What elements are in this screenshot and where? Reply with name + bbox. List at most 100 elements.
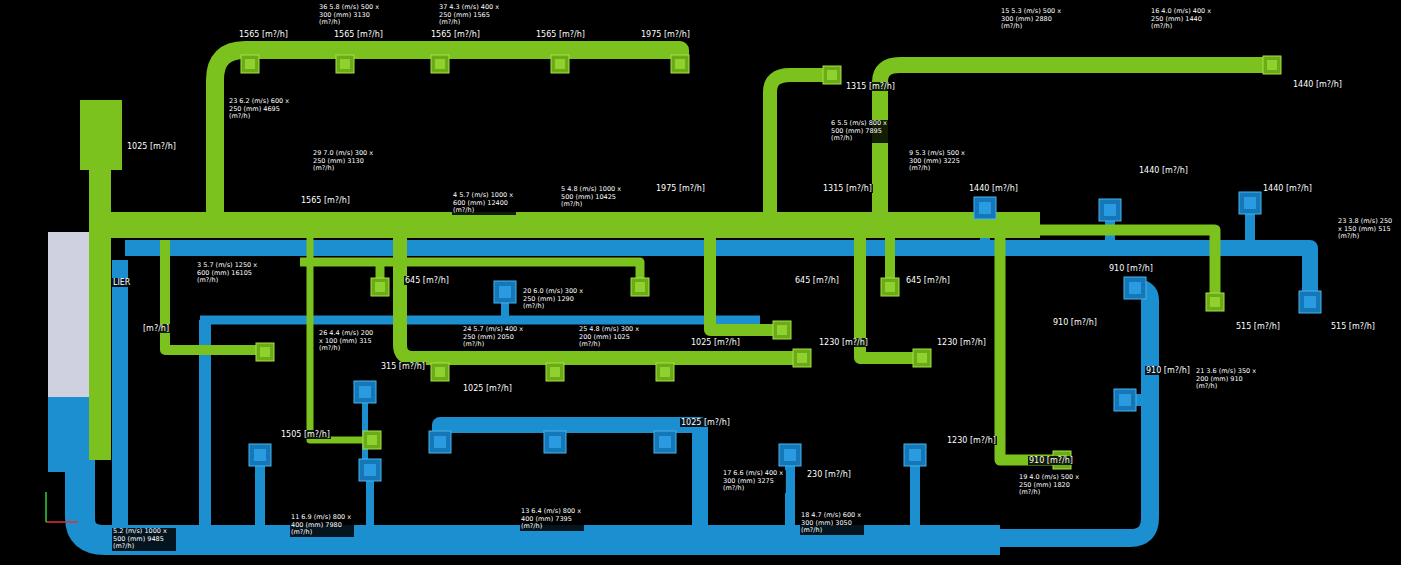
airflow-label: 1565 [m?/h] (430, 30, 481, 39)
grille (773, 321, 791, 339)
grille (371, 278, 389, 296)
return-grilles (241, 55, 1281, 469)
airflow-label: 1315 [m?/h] (822, 184, 873, 193)
grille (793, 349, 811, 367)
diffuser (429, 431, 451, 453)
airflow-label: 1505 [m?/h] (280, 430, 331, 439)
duct-data: 5 4.8 (m/s) 1000 x 500 (mm) 10425 (m?/h) (560, 186, 624, 209)
duct-data: 5.2 (m/s) 1000 x 500 (mm) 9485 (m?/h) (112, 528, 176, 551)
duct (770, 75, 830, 225)
duct (860, 225, 920, 358)
duct-data: 3 5.7 (m/s) 1250 x 600 (mm) 16105 (m?/h) (196, 262, 260, 285)
duct-data: 21 3.6 (m/s) 350 x 200 (mm) 910 (m?/h) (1195, 368, 1259, 391)
diffuser (544, 431, 566, 453)
airflow-label: 230 [m?/h] (806, 470, 852, 479)
airflow-label: 1230 [m?/h] (818, 338, 869, 347)
duct (910, 455, 920, 535)
duct (125, 248, 1310, 300)
diffuser (1124, 277, 1146, 299)
duct (400, 225, 800, 358)
airflow-label: 1440 [m?/h] (1138, 166, 1189, 175)
airflow-label: 1975 [m?/h] (640, 30, 691, 39)
grille (881, 278, 899, 296)
diffuser (1099, 199, 1121, 221)
axis-icon (46, 492, 78, 522)
diffuser (779, 444, 801, 466)
diffuser (249, 444, 271, 466)
grille (823, 66, 841, 84)
duct-data: 4 5.7 (m/s) 1000 x 600 (mm) 12400 (m?/h) (452, 192, 516, 215)
plenum-blue (48, 397, 95, 472)
duct-data: 16 4.0 (m/s) 400 x 250 (mm) 1440 (m?/h) (1150, 8, 1214, 31)
airflow-label: 910 [m?/h] (1052, 318, 1098, 327)
duct-data: 23 6.2 (m/s) 600 x 250 (mm) 4695 (m?/h) (228, 98, 292, 121)
duct-data: 17 6.6 (m/s) 400 x 300 (mm) 3275 (m?/h) (722, 470, 786, 493)
airflow-label: 515 [m?/h] (1330, 322, 1376, 331)
grille (546, 363, 564, 381)
airflow-label: 910 [m?/h] (1108, 264, 1154, 273)
return-ducts (80, 50, 1270, 460)
airflow-label: 1565 [m?/h] (238, 30, 289, 39)
duct (165, 240, 265, 350)
duct (710, 225, 780, 330)
grille (336, 55, 354, 73)
duct-data: 6 5.5 (m/s) 800 x 500 (mm) 7895 (m?/h) (830, 120, 894, 143)
x-axis (46, 521, 78, 523)
duct-data: 26 4.4 (m/s) 200 x 100 (mm) 315 (m?/h) (318, 330, 378, 353)
duct (112, 260, 128, 535)
airflow-label: 1565 [m?/h] (333, 30, 384, 39)
airflow-label: 1025 [m?/h] (690, 338, 741, 347)
duct (785, 455, 795, 535)
duct-data: 19 4.0 (m/s) 500 x 250 (mm) 1820 (m?/h) (1018, 474, 1082, 497)
duct-data: 24 5.7 (m/s) 400 x 250 (mm) 2050 (m?/h) (462, 326, 526, 349)
duct (1000, 288, 1150, 538)
duct (255, 455, 265, 535)
airflow-label: 1315 [m?/h] (845, 82, 896, 91)
diffuser (354, 381, 376, 403)
airflow-label: 1025 [m?/h] (680, 418, 731, 427)
airflow-label: 1230 [m?/h] (936, 338, 987, 347)
airflow-label: 1440 [m?/h] (1292, 80, 1343, 89)
grille (551, 55, 569, 73)
grille (241, 55, 259, 73)
grille (1206, 293, 1224, 311)
airflow-label: 1230 [m?/h] (946, 436, 997, 445)
grille (671, 55, 689, 73)
duct (80, 100, 122, 170)
airflow-label: 1975 [m?/h] (655, 184, 706, 193)
duct-data: 15 5.3 (m/s) 500 x 300 (mm) 2880 (m?/h) (1000, 8, 1064, 31)
airflow-label: 1565 [m?/h] (300, 196, 351, 205)
airflow-label: 1025 [m?/h] (126, 142, 177, 151)
y-axis (45, 492, 47, 522)
duct (89, 160, 111, 460)
duct (110, 212, 1040, 238)
airflow-label: 910 [m?/h] (1028, 456, 1074, 465)
airflow-label: 910 [m?/h] (1145, 366, 1191, 375)
duct-data: 9 5.3 (m/s) 500 x 300 (mm) 3225 (m?/h) (908, 150, 972, 173)
airflow-label: 1440 [m?/h] (968, 184, 1019, 193)
diffuser (1114, 389, 1136, 411)
airflow-label: 315 [m?/h] (380, 362, 426, 371)
duct-data: 11 6.9 (m/s) 800 x 400 (mm) 7980 (m?/h) (290, 514, 354, 537)
plenum (48, 232, 95, 397)
diffuser (359, 459, 381, 481)
duct-data: 23 3.8 (m/s) 250 x 150 (mm) 515 (m?/h) (1337, 218, 1397, 241)
diffuser (1299, 291, 1321, 313)
duct (215, 50, 680, 225)
grille (431, 363, 449, 381)
duct-data: 18 4.7 (m/s) 600 x 300 (mm) 3050 (m?/h) (800, 512, 864, 535)
duct (200, 316, 760, 325)
duct-data: 37 4.3 (m/s) 400 x 250 (mm) 1565 (m?/h) (438, 4, 502, 27)
grille (363, 431, 381, 449)
grille (913, 349, 931, 367)
duct (1040, 230, 1215, 300)
airflow-label: 645 [m?/h] (404, 276, 450, 285)
duct (880, 65, 1270, 225)
diffuser (974, 197, 996, 219)
duct (1000, 232, 1060, 460)
airflow-label: 515 [m?/h] (1235, 322, 1281, 331)
supply-diffusers (249, 192, 1321, 481)
grille (431, 55, 449, 73)
grille (256, 343, 274, 361)
